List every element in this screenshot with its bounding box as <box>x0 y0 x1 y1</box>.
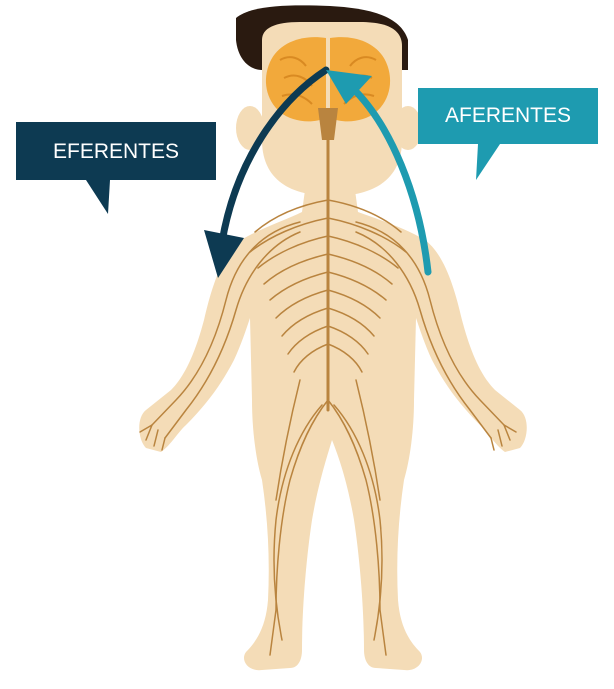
afferent-label: AFERENTES <box>445 104 571 127</box>
afferent-callout: AFERENTES <box>418 88 598 180</box>
efferent-callout: EFERENTES <box>16 122 216 214</box>
afferent-callout-box <box>418 88 598 180</box>
efferent-callout-box <box>16 122 216 214</box>
efferent-label: EFERENTES <box>53 140 179 163</box>
torso-and-limbs <box>139 190 527 670</box>
